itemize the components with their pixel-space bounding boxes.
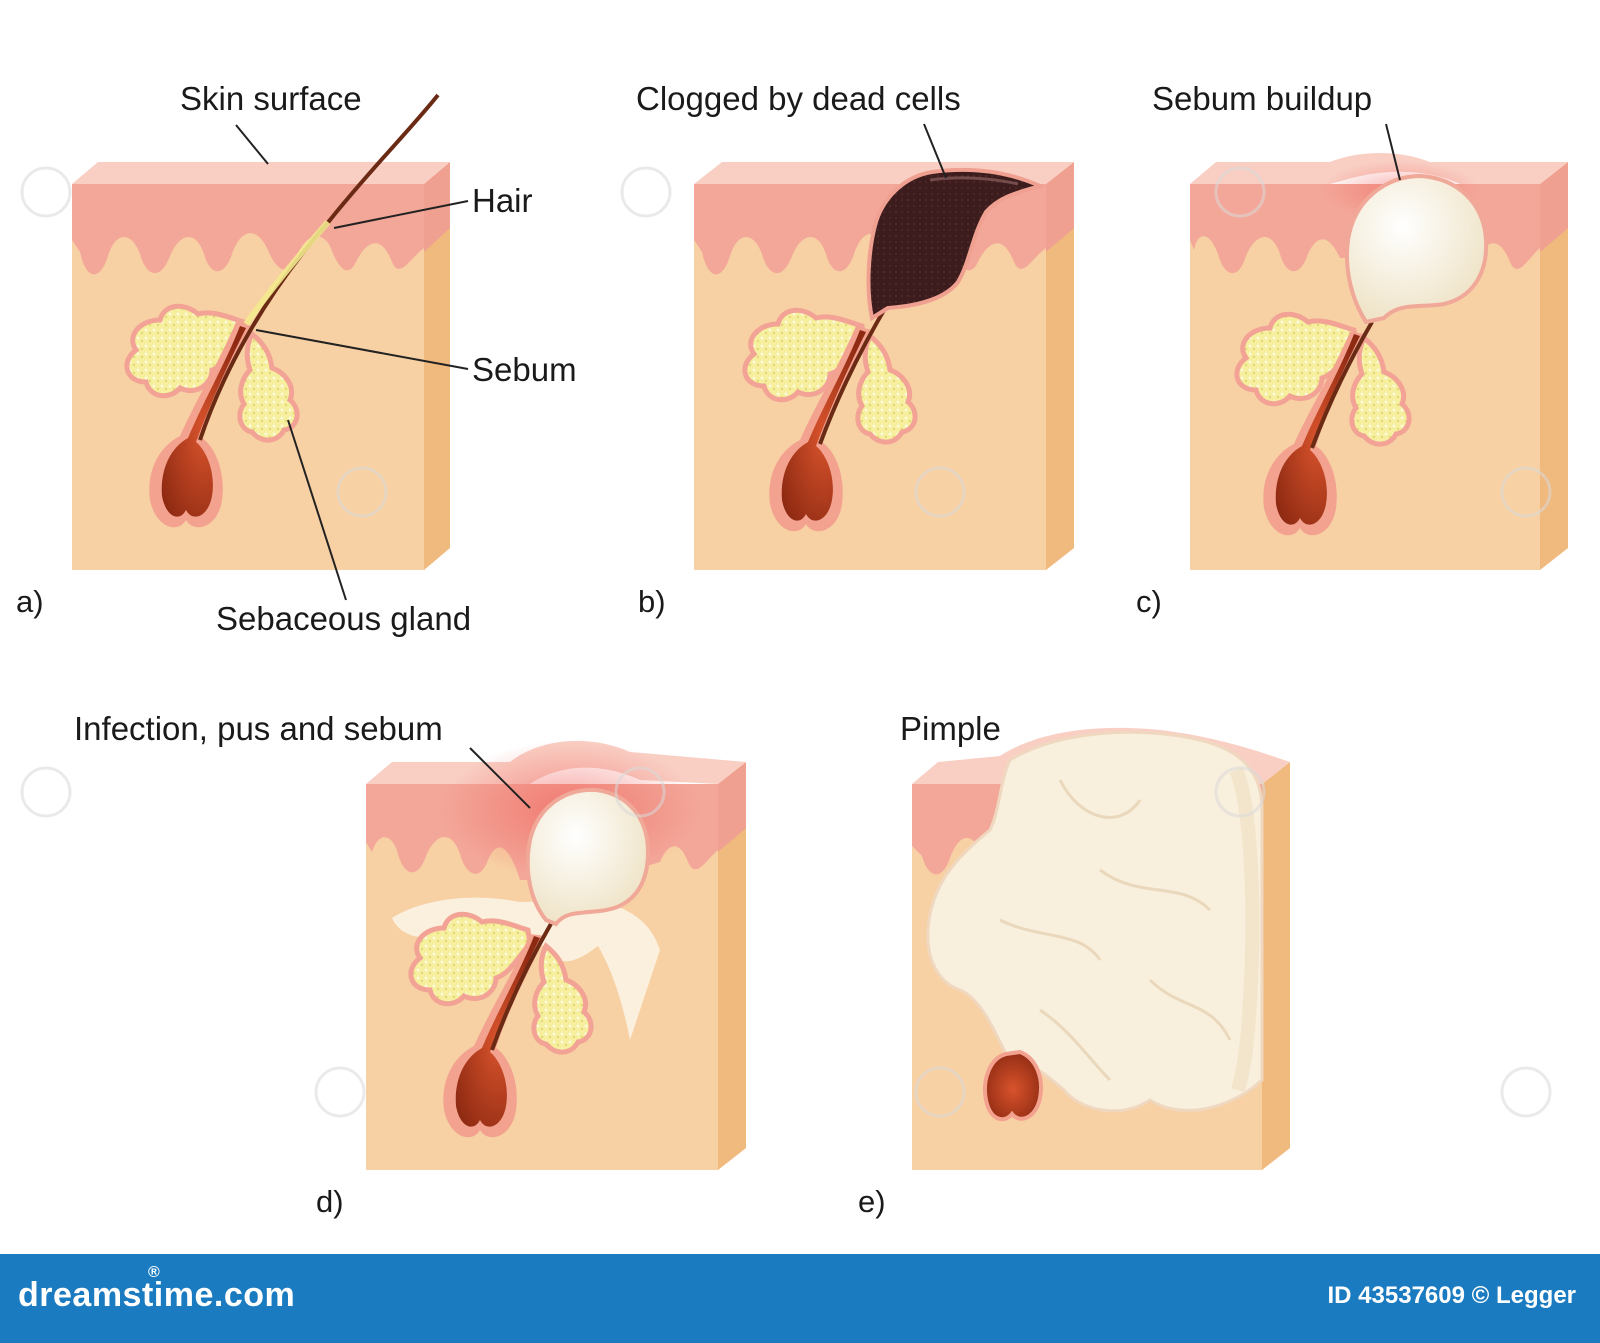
watermark-icon <box>1214 766 1266 818</box>
diagram-canvas: Skin surface Hair Sebum Sebaceous gland … <box>16 80 1568 1219</box>
sebaceous-gland-left <box>1234 311 1359 407</box>
watermark-swirls <box>20 166 1552 1118</box>
sebaceous-gland-right <box>237 330 300 443</box>
label-skin-surface: Skin surface <box>180 80 362 117</box>
watermark-icon <box>1214 166 1266 218</box>
leader-infection <box>469 747 531 809</box>
label-pimple: Pimple <box>900 710 1001 747</box>
panel-b: Clogged by dead cells b) <box>636 80 1074 619</box>
leader-sebum <box>255 329 469 370</box>
skin-block-side-epidermis <box>718 762 746 852</box>
leader-hair <box>333 200 469 229</box>
panel-letter-a: a) <box>16 584 44 619</box>
sebaceous-gland-left <box>124 303 249 399</box>
pimple-edge <box>1229 767 1260 1093</box>
watermark-icon <box>914 1066 966 1118</box>
skin-block-side <box>1046 162 1074 570</box>
panel-letter-c: c) <box>1136 584 1162 619</box>
sebaceous-gland-right <box>1349 334 1412 447</box>
watermark-icon <box>620 166 672 218</box>
panel-c: Sebum buildup c) <box>1136 80 1568 619</box>
watermark-icon <box>314 1066 366 1118</box>
skin-block-side <box>1540 162 1568 570</box>
watermark-icon <box>336 466 388 518</box>
registered-mark: ® <box>148 1264 161 1281</box>
skin-block-side-epidermis <box>1540 162 1568 252</box>
blackhead-plug <box>866 167 1046 322</box>
skin-block-side <box>1262 762 1290 1170</box>
leader-skin-surface <box>235 124 269 165</box>
sebaceous-gland-right <box>855 332 918 445</box>
watermark-icon <box>1500 466 1552 518</box>
footer-brand[interactable]: dreamstime.com ® <box>18 1264 296 1315</box>
pimple-folds <box>999 779 1232 1082</box>
hair-follicle <box>161 326 246 517</box>
footer-image-id: ID 43537609 © Legger <box>1327 1282 1576 1309</box>
pus-spread <box>392 897 660 1040</box>
epidermis <box>72 184 424 275</box>
watermark-icon <box>20 166 72 218</box>
label-sebum-buildup: Sebum buildup <box>1152 80 1372 117</box>
sebaceous-gland-left <box>742 307 867 403</box>
hair-canal <box>243 220 331 326</box>
skin-block-side <box>718 762 746 1170</box>
watermark-icon <box>614 766 666 818</box>
skin-block-side <box>424 162 450 570</box>
hair-follicle-remnant <box>983 1049 1043 1122</box>
hair-follicle <box>781 330 866 521</box>
pimple-mass <box>926 730 1264 1113</box>
watermark-icon <box>20 766 72 818</box>
sebaceous-gland-left <box>408 911 533 1007</box>
panel-d: Infection, pus and sebum d) <box>74 710 746 1219</box>
hair-shaft <box>490 920 554 1051</box>
watermark-icon <box>1500 1066 1552 1118</box>
panel-letter-d: d) <box>316 1184 344 1219</box>
leader-sebum-buildup <box>1385 123 1401 181</box>
label-clogged-by-dead-cells: Clogged by dead cells <box>636 80 961 117</box>
watermark-icon <box>914 466 966 518</box>
hair-shaft <box>1310 320 1374 449</box>
label-infection-pus-sebum: Infection, pus and sebum <box>74 710 443 747</box>
skin-surface-top <box>72 162 450 184</box>
leader-clogged <box>923 123 947 179</box>
panel-e: Pimple e) <box>858 710 1290 1219</box>
blackhead-highlight <box>929 176 1019 186</box>
pus-bulb <box>525 787 651 927</box>
skin-block-side-epidermis <box>1046 162 1074 252</box>
leader-sebaceous-gland <box>287 419 347 601</box>
panel-a: Skin surface Hair Sebum Sebaceous gland … <box>16 80 577 637</box>
panel-letter-e: e) <box>858 1184 886 1219</box>
label-hair: Hair <box>472 182 533 219</box>
footer-bar: dreamstime.com ® ID 43537609 © Legger <box>0 1254 1600 1343</box>
sebum-buildup-bulb <box>1344 173 1489 325</box>
sebaceous-gland-right <box>531 942 594 1055</box>
label-sebaceous-gland: Sebaceous gland <box>216 600 471 637</box>
label-sebum: Sebum <box>472 351 577 388</box>
brand-name: dreamstime.com <box>18 1276 296 1314</box>
panel-letter-b: b) <box>638 584 666 619</box>
